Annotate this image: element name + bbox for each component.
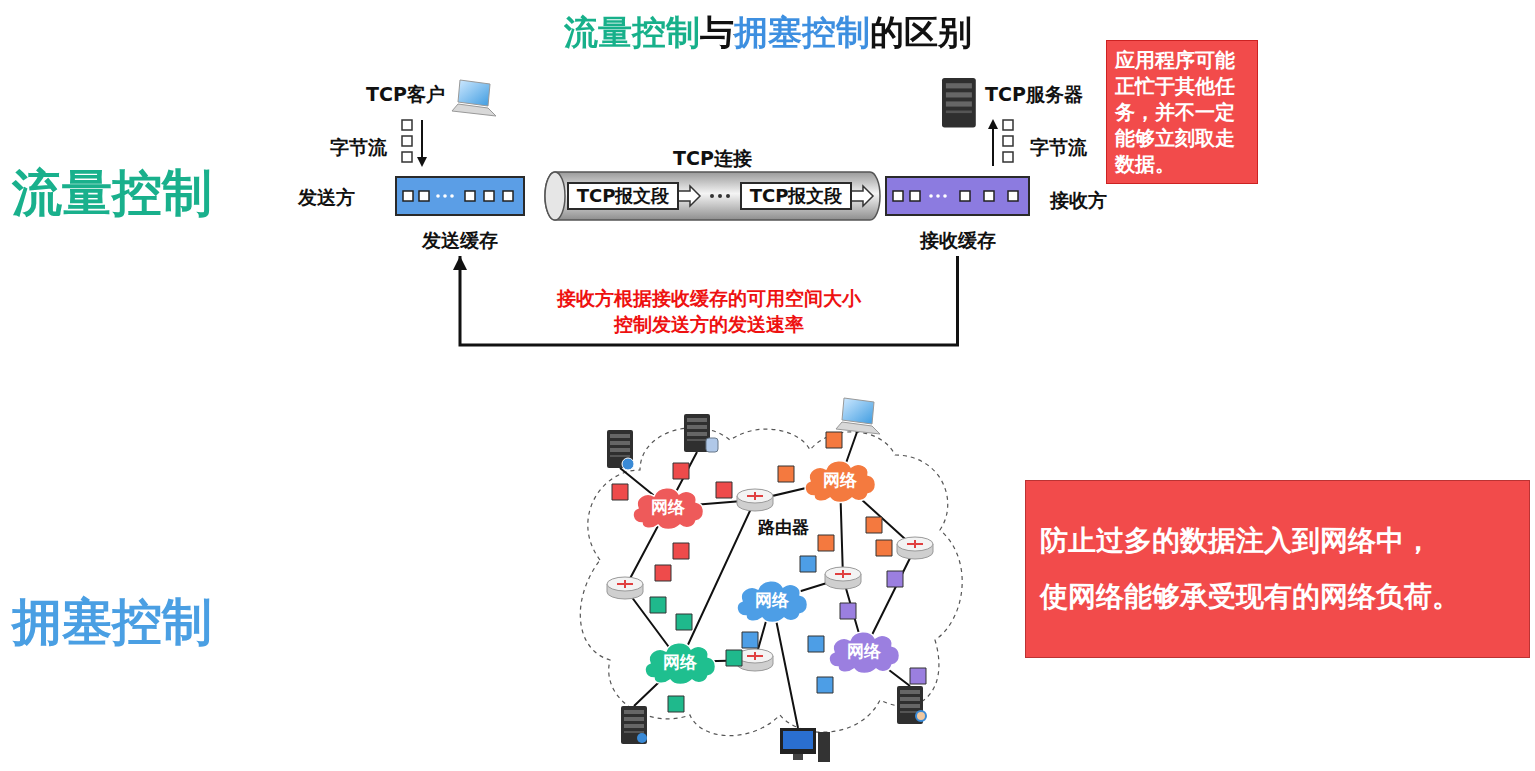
role-label: 发送方 bbox=[298, 185, 355, 209]
packet-red bbox=[612, 463, 732, 581]
buffer-ellipsis bbox=[929, 194, 947, 198]
cloud-label: 网络 bbox=[823, 469, 857, 492]
receive-buffer: 接收缓存 bbox=[885, 176, 1030, 252]
title-bar: 流量控制与拥塞控制的区别 bbox=[0, 10, 1535, 54]
network-cloud: 网络 bbox=[732, 574, 812, 626]
laptop-icon bbox=[452, 80, 496, 116]
router-icon bbox=[897, 537, 933, 559]
tcp-connection-text: TCP连接 bbox=[545, 146, 880, 170]
cloud-outline bbox=[805, 461, 875, 503]
role-label: 接收方 bbox=[1050, 188, 1107, 212]
note-box: 应用程序可能 正忙于其他任 务，并不一定 能够立刻取走 数据。 bbox=[1106, 40, 1258, 184]
receive-buffer-fill bbox=[885, 176, 1030, 216]
buffer-bytes bbox=[893, 191, 1018, 201]
definition-box: 防止过多的数据注入到网络中， 使网络能够承受现有的网络负荷。 bbox=[1025, 480, 1530, 658]
stream-label: 字节流 bbox=[330, 135, 387, 159]
buffer-bytes bbox=[403, 191, 513, 201]
server-icon bbox=[621, 706, 647, 744]
host-label: TCP客户 bbox=[366, 82, 445, 106]
pipe-end bbox=[545, 172, 565, 220]
stream-label: 字节流 bbox=[1030, 135, 1087, 159]
cloud-outline bbox=[737, 581, 807, 623]
receive-buffer-text: 接收缓存 bbox=[885, 228, 1030, 252]
network-cloud: 网络 bbox=[800, 454, 880, 506]
tcp-segment: TCP报文段 bbox=[740, 182, 852, 210]
stream-arrow bbox=[992, 128, 994, 166]
host-label: TCP服务器 bbox=[985, 82, 1083, 106]
segment-arrow bbox=[851, 186, 873, 206]
user-icon bbox=[916, 711, 926, 721]
router-icon bbox=[607, 577, 643, 599]
arrow-head bbox=[988, 119, 998, 129]
tcp-connection: TCP连接 TCP报文段 TCP报文段 bbox=[545, 146, 880, 222]
feedback-arrow bbox=[460, 256, 958, 345]
pc-tower bbox=[818, 732, 830, 762]
send-buffer: 发送缓存 bbox=[395, 176, 525, 252]
send-buffer-fill bbox=[395, 176, 525, 216]
tcp-pipe bbox=[545, 172, 880, 220]
router-icon bbox=[825, 567, 861, 589]
laptop-icon bbox=[836, 398, 880, 434]
tcp-segment-text: TCP报文段 bbox=[577, 184, 670, 208]
pipe-ellipsis bbox=[710, 194, 730, 198]
arrow-head bbox=[417, 157, 427, 167]
server-icon bbox=[942, 78, 976, 127]
internet-boundary bbox=[580, 428, 962, 736]
globe-icon bbox=[622, 458, 634, 470]
network-cloud: 网络 bbox=[640, 636, 720, 688]
cloud-label: 网络 bbox=[651, 496, 685, 519]
buffer-ellipsis bbox=[436, 194, 454, 198]
title: 流量控制与拥塞控制的区别 bbox=[564, 10, 972, 54]
definition-box-text: 防止过多的数据注入到网络中， 使网络能够承受现有的网络负荷。 bbox=[1040, 513, 1515, 625]
cloud-label: 网络 bbox=[847, 640, 881, 663]
packet-blue bbox=[742, 556, 833, 693]
cloud-outline bbox=[645, 643, 715, 685]
send-buffer-text: 发送缓存 bbox=[395, 228, 525, 252]
section-heading: 流量控制 bbox=[12, 163, 212, 223]
network-cloud: 网络 bbox=[628, 481, 708, 533]
cloud-outline bbox=[633, 488, 703, 530]
cloud-outline bbox=[829, 632, 899, 674]
database-icon bbox=[706, 438, 718, 452]
cloud-label: 网络 bbox=[663, 651, 697, 674]
monitor-icon bbox=[780, 728, 816, 754]
note-box-text: 应用程序可能 正忙于其他任 务，并不一定 能够立刻取走 数据。 bbox=[1115, 47, 1249, 177]
byte-stream bbox=[402, 120, 412, 162]
packet-orange bbox=[778, 432, 892, 556]
stream-arrow bbox=[421, 120, 423, 158]
segment-arrow bbox=[678, 186, 700, 206]
byte-stream bbox=[1003, 120, 1013, 162]
cloud-label: 网络 bbox=[755, 589, 789, 612]
edge-label: 接收方根据接收缓存的可用空间大小 控制发送方的发送速率 bbox=[549, 285, 869, 337]
router-label: 路由器 bbox=[758, 516, 809, 538]
user-icon bbox=[637, 733, 647, 743]
buffer-box bbox=[395, 176, 525, 216]
router-icon bbox=[737, 489, 773, 511]
network-cloud: 网络 bbox=[824, 625, 904, 677]
buffer-box bbox=[885, 176, 1030, 216]
packet-green bbox=[650, 597, 742, 712]
tcp-segment: TCP报文段 bbox=[567, 182, 679, 210]
tcp-segment-text: TCP报文段 bbox=[750, 184, 843, 208]
section-heading: 拥塞控制 bbox=[12, 592, 212, 652]
monitor-screen bbox=[783, 731, 813, 749]
monitor-stand bbox=[793, 754, 803, 760]
